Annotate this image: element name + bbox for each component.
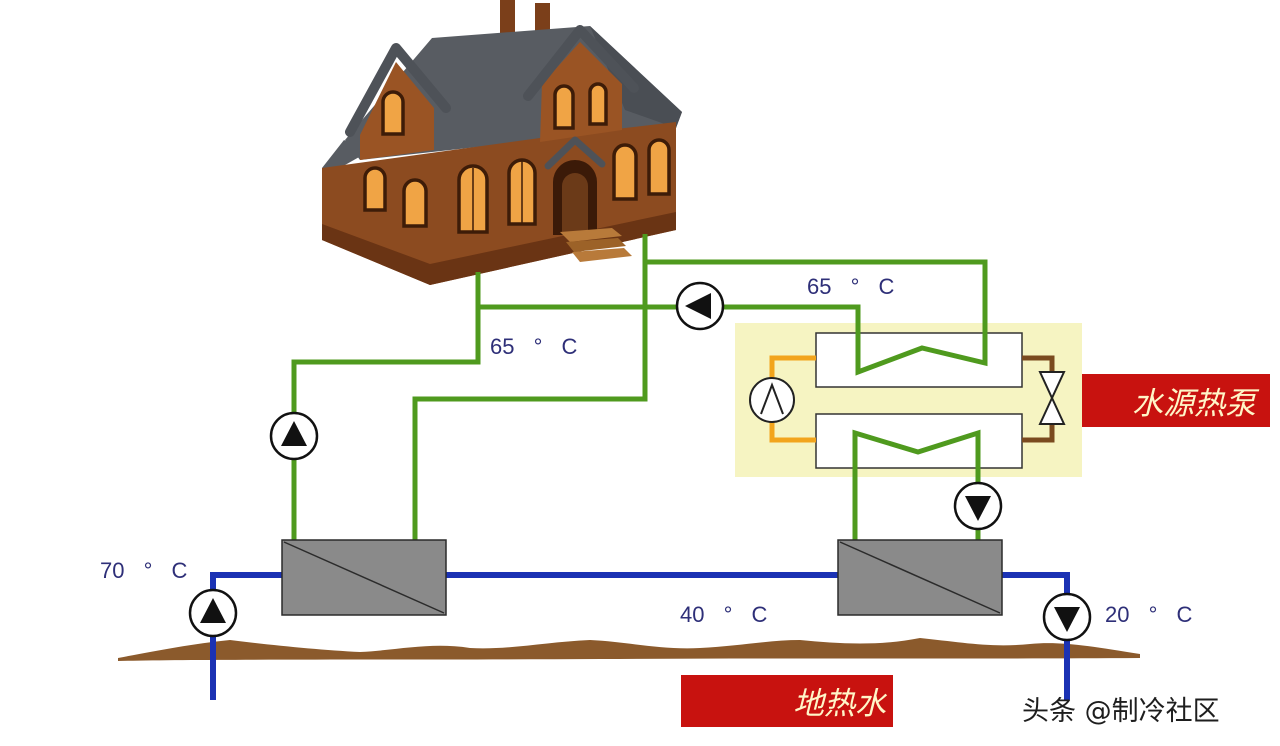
heating-supply-pipe-left [412, 234, 648, 540]
refrigerant-expanded-pipe [1022, 424, 1055, 443]
refrigerant-liquid-pipe [1022, 355, 1055, 372]
house-window [363, 166, 387, 212]
house-steps [572, 248, 632, 262]
pump-icon [953, 481, 1003, 531]
compressor-icon [749, 377, 795, 423]
pump-icon [675, 281, 725, 331]
house-steps [566, 238, 626, 252]
house-steps [560, 228, 622, 242]
porch-roof [544, 136, 606, 170]
pump-icon [269, 411, 319, 461]
evaporator-loop [852, 429, 981, 540]
geothermal-water-label: 地热水 [793, 686, 888, 722]
house-window [553, 84, 575, 130]
evaporator [815, 413, 1023, 469]
geothermal-outlet-pipe [1002, 572, 1070, 700]
condenser [815, 332, 1023, 388]
watermark: 头条 @制冷社区 [1022, 696, 1220, 727]
house-window [647, 138, 671, 196]
temperature-label: 70 ° C [100, 558, 187, 583]
heat-exchanger-right [837, 539, 1003, 616]
geothermal-inlet-pipe [210, 572, 282, 700]
temperature-label: 20 ° C [1105, 602, 1192, 627]
temperature-label: 65 ° C [490, 334, 577, 359]
heating-condenser-loop [478, 259, 988, 376]
house-foundation [322, 212, 676, 285]
chimney [500, 0, 515, 40]
pump-icon [1042, 592, 1092, 642]
ground [118, 638, 1140, 661]
geothermal-water-tag: 地热水 [681, 675, 893, 727]
heating-return-pipe-left [291, 272, 481, 540]
pump-icon [188, 588, 238, 638]
house-roof-side [590, 26, 682, 128]
heat-pump-label: 水源热泵 [1132, 386, 1260, 422]
house-right-gable-roof [523, 25, 639, 101]
house-door-panel [562, 173, 588, 232]
house-window [381, 90, 405, 136]
heat-exchanger-left [281, 539, 447, 616]
house-left-gable-roof [345, 43, 451, 137]
house-window [402, 178, 428, 228]
temperature-label: 65 ° C [807, 274, 894, 299]
house-illustration [322, 0, 682, 285]
expansion-valve-icon [1038, 371, 1066, 425]
heat-pump-tag: 水源热泵 [1082, 374, 1270, 427]
refrigerant-discharge-pipe [769, 355, 816, 378]
heat-pump-unit [735, 323, 1082, 477]
house-window [612, 143, 638, 201]
house-window [588, 82, 608, 126]
refrigerant-suction-pipe [769, 422, 816, 443]
temperature-label: 40 ° C [680, 602, 767, 627]
